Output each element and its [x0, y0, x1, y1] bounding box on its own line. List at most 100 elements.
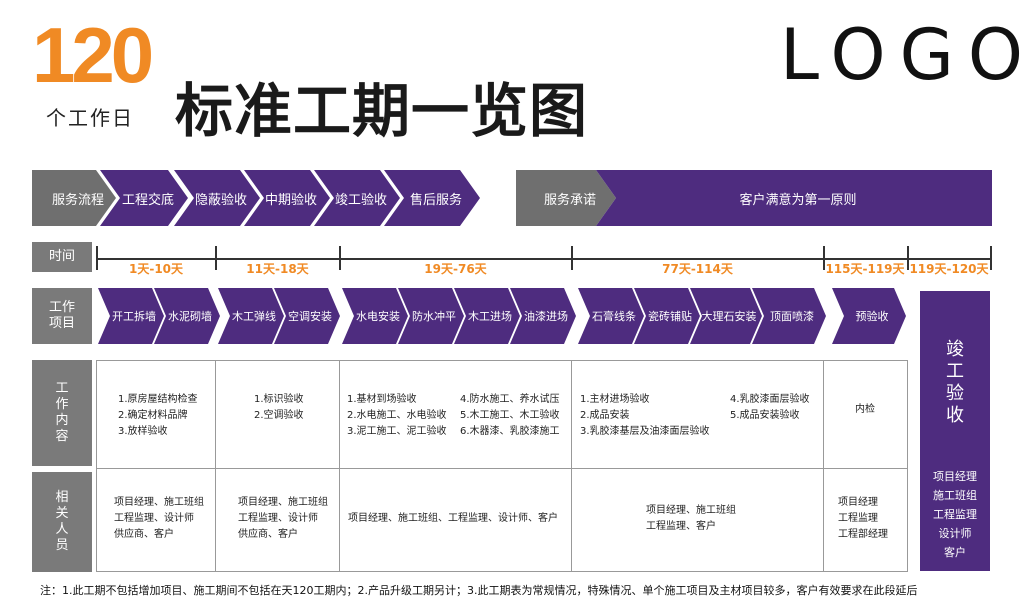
- staff-cell-2: 项目经理、施工班组 工程监理、设计师 供应商、客户: [238, 495, 328, 543]
- promise-text: 客户满意为第一原则: [739, 192, 857, 208]
- staff-cell-3: 项目经理、施工班组、工程监理、设计师、客户: [348, 511, 558, 527]
- flow-step-label: 中期验收: [264, 192, 317, 208]
- content-line: 3.放样验收: [118, 426, 168, 437]
- content-cell-4a: 1.主材进场验收 2.成品安装 3.乳胶漆基层及油漆面层验收: [580, 392, 710, 440]
- final-acceptance-people: 项目经理 施工班组 工程监理 设计师 客户: [920, 467, 990, 562]
- staff-cell-1: 项目经理、施工班组 工程监理、设计师 供应商、客户: [114, 495, 204, 543]
- staff-line: 工程监理、客户: [646, 521, 716, 532]
- work-item-label: 瓷砖铺贴: [648, 310, 692, 323]
- work-item: 顶面喷漆: [752, 288, 826, 344]
- promise-banner: 客户满意为第一原则: [596, 170, 992, 226]
- final-person: 客户: [944, 546, 966, 559]
- work-item-label: 油漆进场: [524, 310, 568, 323]
- content-grid: [96, 360, 908, 572]
- final-acceptance-panel: 竣 工 验 收 项目经理 施工班组 工程监理 设计师 客户: [920, 291, 990, 571]
- content-line: 3.乳胶漆基层及油漆面层验收: [580, 426, 710, 437]
- work-item-label: 防水冲平: [412, 310, 456, 323]
- final-acceptance-title: 竣 工 验 收: [946, 339, 964, 426]
- content-line: 内检: [855, 404, 875, 415]
- work-item: 水电安装: [342, 288, 408, 344]
- work-item: 木工弹线: [218, 288, 284, 344]
- flow-step-label: 竣工验收: [334, 192, 387, 208]
- content-line: 1.标识验收: [254, 394, 304, 405]
- items-label: 工作 项目: [32, 288, 92, 344]
- content-cell-1: 1.原房屋结构检查 2.确定材料品牌 3.放样验收: [118, 392, 198, 440]
- staff-line: 供应商、客户: [114, 529, 174, 540]
- content-line: 5.木工施工、木工验收: [460, 410, 560, 421]
- work-item: 瓷砖铺贴: [634, 288, 700, 344]
- timeline-range: 115天-119天: [825, 262, 905, 276]
- grid-divider: [823, 360, 824, 572]
- content-line: 6.木器漆、乳胶漆施工: [460, 426, 560, 437]
- flow-step-label: 工程交底: [121, 192, 174, 208]
- work-item: 石膏线条: [578, 288, 644, 344]
- flow-step-label: 售后服务: [409, 192, 462, 208]
- work-item-label: 空调安装: [288, 310, 332, 323]
- content-line: 2.确定材料品牌: [118, 410, 188, 421]
- staff-line: 工程监理: [838, 513, 878, 524]
- content-line: 2.空调验收: [254, 410, 304, 421]
- timeline-axis: [96, 258, 992, 260]
- final-person: 设计师: [938, 527, 972, 540]
- work-item-label: 水电安装: [356, 310, 400, 323]
- timeline-range: 77天-114天: [662, 262, 733, 276]
- staff-cell-5: 项目经理 工程监理 工程部经理: [838, 495, 888, 543]
- staff-line: 供应商、客户: [238, 529, 298, 540]
- page-title: 标准工期一览图: [175, 77, 589, 145]
- work-item-label: 水泥砌墙: [168, 310, 212, 323]
- staff-line: 项目经理、施工班组、工程监理、设计师、客户: [348, 513, 558, 524]
- grid-divider: [339, 360, 340, 572]
- items-label-text: 工作 项目: [48, 299, 75, 331]
- timeline-tick: [571, 246, 573, 270]
- staff-line: 工程部经理: [838, 529, 888, 540]
- staff-label: 相 关 人 员: [32, 472, 92, 572]
- work-item-label: 顶面喷漆: [770, 310, 814, 323]
- content-cell-3b: 4.防水施工、养水试压 5.木工施工、木工验收 6.木器漆、乳胶漆施工: [460, 392, 560, 440]
- timeline-label-text: 时间: [48, 248, 75, 264]
- content-cell-3a: 1.基材到场验收 2.水电施工、水电验收 3.泥工施工、泥工验收: [347, 392, 447, 440]
- content-line: 1.原房屋结构检查: [118, 394, 198, 405]
- timeline-tick: [823, 246, 825, 270]
- timeline-range: 11天-18天: [246, 262, 309, 276]
- work-item: 开工拆墙: [98, 288, 164, 344]
- timeline-range: 1天-10天: [128, 262, 184, 276]
- work-item-label: 大理石安装: [701, 310, 757, 323]
- logo: LOGO: [780, 14, 1024, 96]
- grid-divider: [96, 468, 908, 469]
- timeline-range: 19天-76天: [424, 262, 487, 276]
- work-item-label: 预验收: [855, 310, 889, 323]
- staff-line: 项目经理、施工班组: [114, 497, 204, 508]
- content-line: 4.防水施工、养水试压: [460, 394, 560, 405]
- content-cell-4b: 4.乳胶漆面层验收 5.成品安装验收: [730, 392, 810, 424]
- timeline-tick: [990, 246, 992, 270]
- content-label: 工 作 内 容: [32, 360, 92, 466]
- flow-step-label: 隐蔽验收: [194, 192, 247, 208]
- staff-line: 项目经理、施工班组: [646, 505, 736, 516]
- work-item-label: 开工拆墙: [112, 310, 156, 323]
- flow-label-text: 服务流程: [51, 192, 104, 208]
- work-item-label: 木工弹线: [232, 310, 276, 323]
- timeline-tick: [215, 246, 217, 270]
- footnote: 注：1.此工期不包括增加项目、施工期间不包括在天120工期内；2.产品升级工期另…: [40, 584, 918, 597]
- timeline-range: 119天-120天: [909, 262, 989, 276]
- content-label-text: 工 作 内 容: [55, 380, 69, 445]
- flow-label: 服务流程: [32, 170, 116, 226]
- final-person: 施工班组: [933, 489, 977, 502]
- staff-line: 工程监理、设计师: [114, 513, 194, 524]
- work-item: 预验收: [832, 288, 906, 344]
- final-person: 项目经理: [933, 470, 977, 483]
- grid-divider: [571, 360, 572, 572]
- content-line: 1.主材进场验收: [580, 394, 650, 405]
- promise-label-text: 服务承诺: [543, 192, 596, 208]
- final-person: 工程监理: [933, 508, 977, 521]
- workday-count: 120: [32, 11, 154, 99]
- staff-label-text: 相 关 人 员: [55, 489, 69, 554]
- promise-label: 服务承诺: [516, 170, 616, 226]
- timeline-tick: [907, 246, 909, 270]
- content-line: 1.基材到场验收: [347, 394, 417, 405]
- staff-cell-4: 项目经理、施工班组 工程监理、客户: [646, 503, 736, 535]
- content-cell-2: 1.标识验收 2.空调验收: [254, 392, 304, 424]
- content-line: 2.水电施工、水电验收: [347, 410, 447, 421]
- content-line: 2.成品安装: [580, 410, 630, 421]
- staff-line: 项目经理: [838, 497, 878, 508]
